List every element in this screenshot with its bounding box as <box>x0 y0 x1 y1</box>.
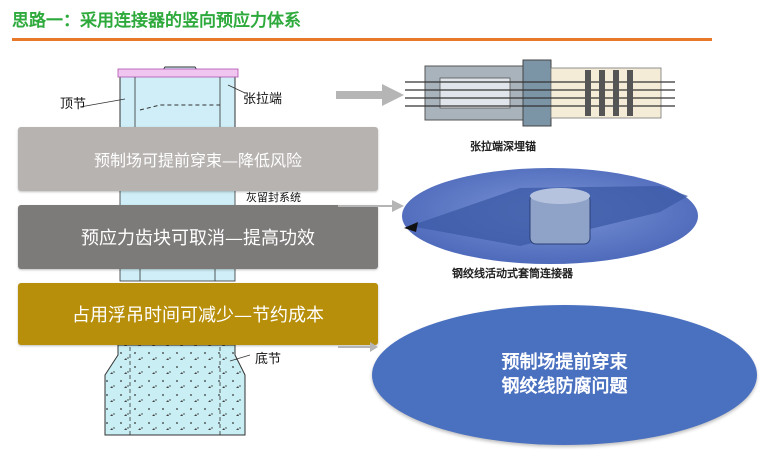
callout-line-1: 预制场提前穿束 <box>501 352 628 373</box>
callout-line-2: 钢绞线防腐问题 <box>501 376 628 397</box>
arrow-bottom-icon <box>338 342 378 352</box>
banner-cost: 占用浮吊时间可减少—节约成本 <box>18 283 378 345</box>
arrow-thin-icon <box>338 200 404 212</box>
caption-anchor: 张拉端深埋锚 <box>470 140 536 153</box>
label-system: 灰留封系统 <box>246 191 301 204</box>
sleeve-connector-image <box>402 168 698 264</box>
slide-title: 思路一：采用连接器的竖向预应力体系 <box>12 11 301 31</box>
label-top-segment: 顶节 <box>60 97 87 112</box>
banner-efficiency: 预应力齿块可取消—提高功效 <box>18 205 378 269</box>
deep-anchor-image <box>405 52 685 134</box>
callout-ellipse: 预制场提前穿束 钢绞线防腐问题 <box>372 305 757 445</box>
label-bottom-segment: 底节 <box>255 352 282 367</box>
label-tension-end: 张拉端 <box>243 92 283 107</box>
banner-risk: 预制场可提前穿束—降低风险 <box>18 127 378 191</box>
caption-connector: 钢绞线活动式套筒连接器 <box>452 267 573 280</box>
title-rule <box>12 38 712 41</box>
arrow-right-icon <box>336 84 404 106</box>
